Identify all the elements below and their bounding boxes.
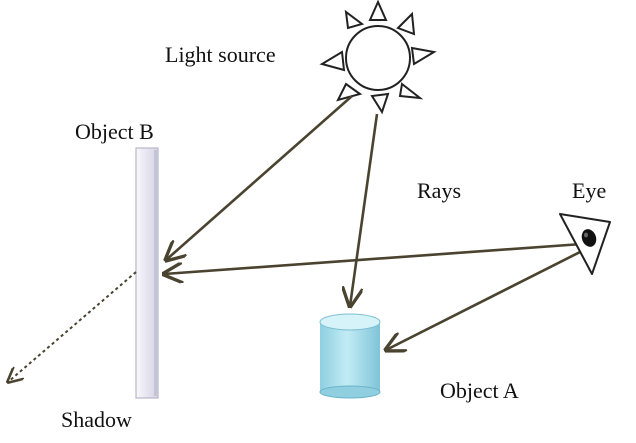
ray-sun-to-object-b: [166, 95, 353, 260]
light-source-label: Light source: [165, 42, 276, 67]
ray-sun-to-object-a: [350, 113, 379, 306]
rays-label: Rays: [417, 178, 461, 203]
shadow-ray: [8, 271, 137, 382]
eye-label: Eye: [572, 178, 606, 203]
ray-eye-to-object-b: [164, 242, 583, 274]
ray-eye-to-object-a: [386, 248, 585, 350]
shadow-label: Shadow: [61, 407, 132, 432]
object-b-label: Object B: [75, 119, 154, 144]
sun-icon: [319, 0, 437, 115]
object-a-cylinder: [319, 313, 381, 399]
object-a-label: Object A: [440, 378, 519, 403]
object-b-bar: [135, 147, 159, 399]
eye-icon: [559, 213, 611, 275]
